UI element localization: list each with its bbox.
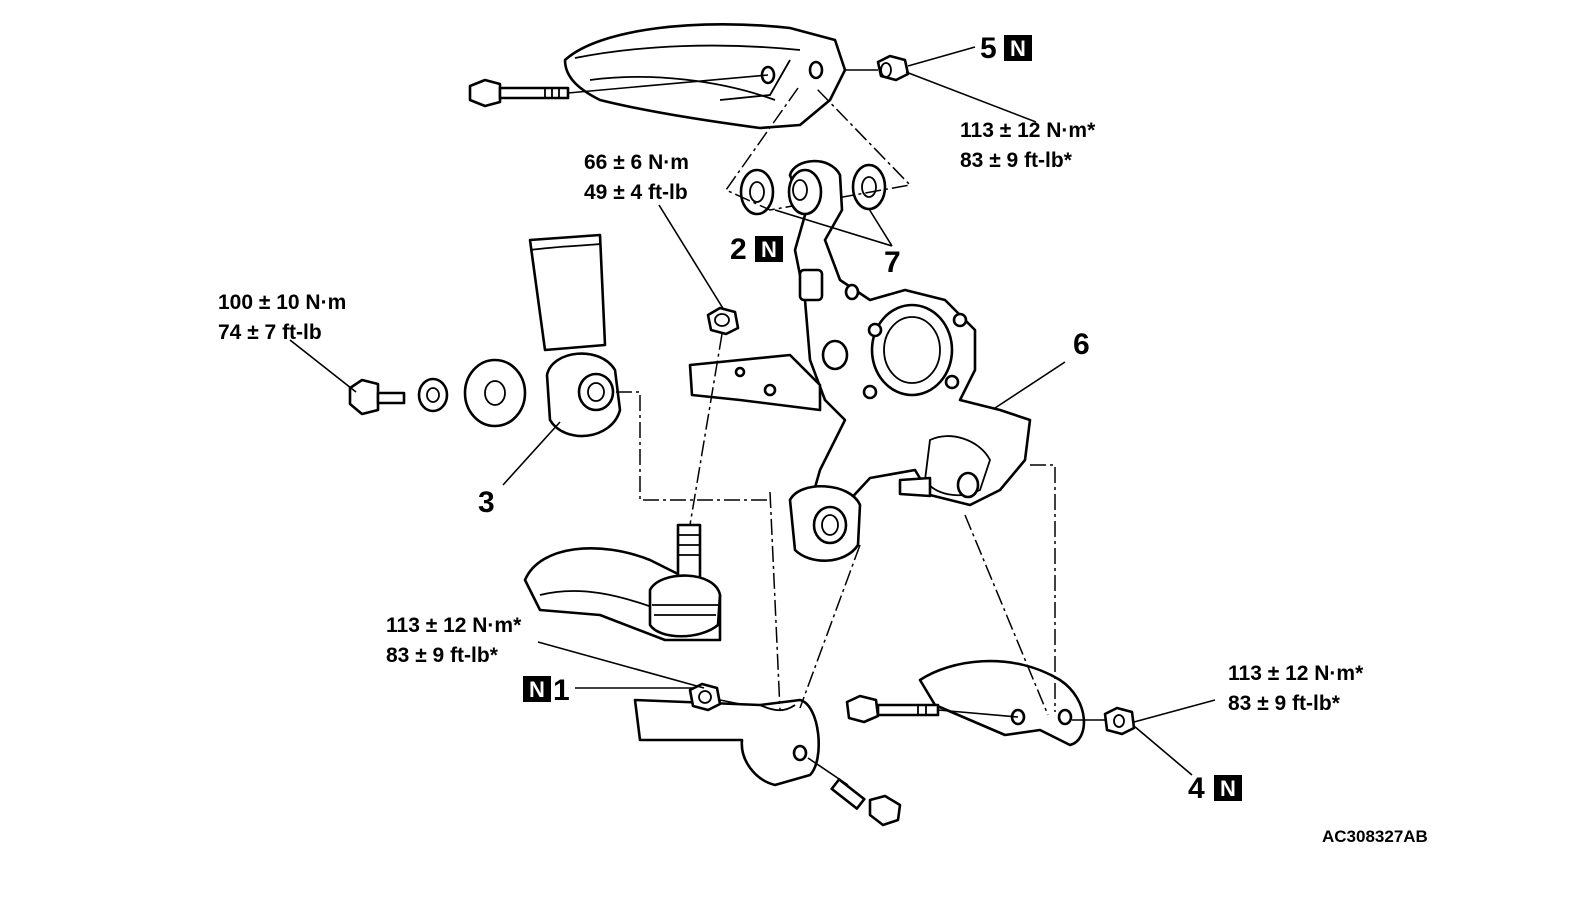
badge-new-4: [1214, 775, 1242, 801]
upper-arm-bolt: [468, 78, 570, 108]
torque-lower-left-ftlb: 83 ± 9 ft-lb*: [386, 644, 499, 667]
shock-absorber: [528, 233, 607, 352]
torque-upper-right-nm: 113 ± 12 N·m*: [960, 119, 1096, 142]
badge-new-1: [523, 676, 551, 702]
rear-bracket-nut: [1103, 706, 1136, 736]
callout-2: 2: [730, 233, 747, 266]
upper-control-arm: [563, 22, 847, 130]
shock-lower-bushing: [545, 352, 622, 438]
badge-new-5: [1004, 35, 1032, 61]
badge-new-2: [755, 236, 783, 262]
torque-upper-right-ftlb: 83 ± 9 ft-lb*: [960, 149, 1073, 172]
torque-shock-ftlb: 74 ± 7 ft-lb: [218, 321, 322, 344]
lower-rear-bracket: [918, 659, 1086, 747]
torque-lower-right-ftlb: 83 ± 9 ft-lb*: [1228, 692, 1341, 715]
lower-arm-nut-1: [688, 682, 722, 712]
callout-3: 3: [478, 486, 495, 519]
callout-4: 4: [1188, 772, 1205, 805]
shock-collar: [417, 377, 449, 413]
badge-letter-2: N: [761, 237, 777, 262]
ball-joint: [648, 523, 722, 638]
upper-washer-left: [739, 168, 775, 216]
ball-joint-nut: [706, 306, 740, 336]
badge-letter-1: N: [529, 677, 545, 702]
steering-knuckle: [787, 159, 1032, 507]
upper-arm-nut: [876, 54, 910, 82]
torque-lower-right-nm: 113 ± 12 N·m*: [1228, 662, 1364, 685]
torque-lower-left-nm: 113 ± 12 N·m*: [386, 614, 522, 637]
knuckle-lower-bushing: [788, 485, 862, 562]
lower-lateral-arm: [633, 698, 821, 787]
badge-letter-5: N: [1010, 36, 1026, 61]
lower-arm-bolt-1: [830, 778, 902, 827]
callout-6: 6: [1073, 328, 1090, 361]
callout-7: 7: [884, 246, 901, 279]
callout-1: 1: [553, 674, 570, 707]
torque-ball-joint-nm: 66 ± 6 N·m: [584, 151, 689, 174]
callout-5: 5: [980, 32, 997, 65]
badge-letter-4: N: [1220, 776, 1236, 801]
lower-fork-arm: [688, 353, 822, 412]
torque-ball-joint-ftlb: 49 ± 4 ft-lb: [584, 181, 688, 204]
torque-shock-nm: 100 ± 10 N·m: [218, 291, 346, 314]
shock-washer-large: [463, 358, 527, 428]
upper-washer-right: [851, 163, 887, 211]
shock-bolt: [348, 378, 406, 416]
figure-id: AC308327AB: [1322, 827, 1428, 846]
rear-bracket-bolt: [845, 694, 940, 724]
